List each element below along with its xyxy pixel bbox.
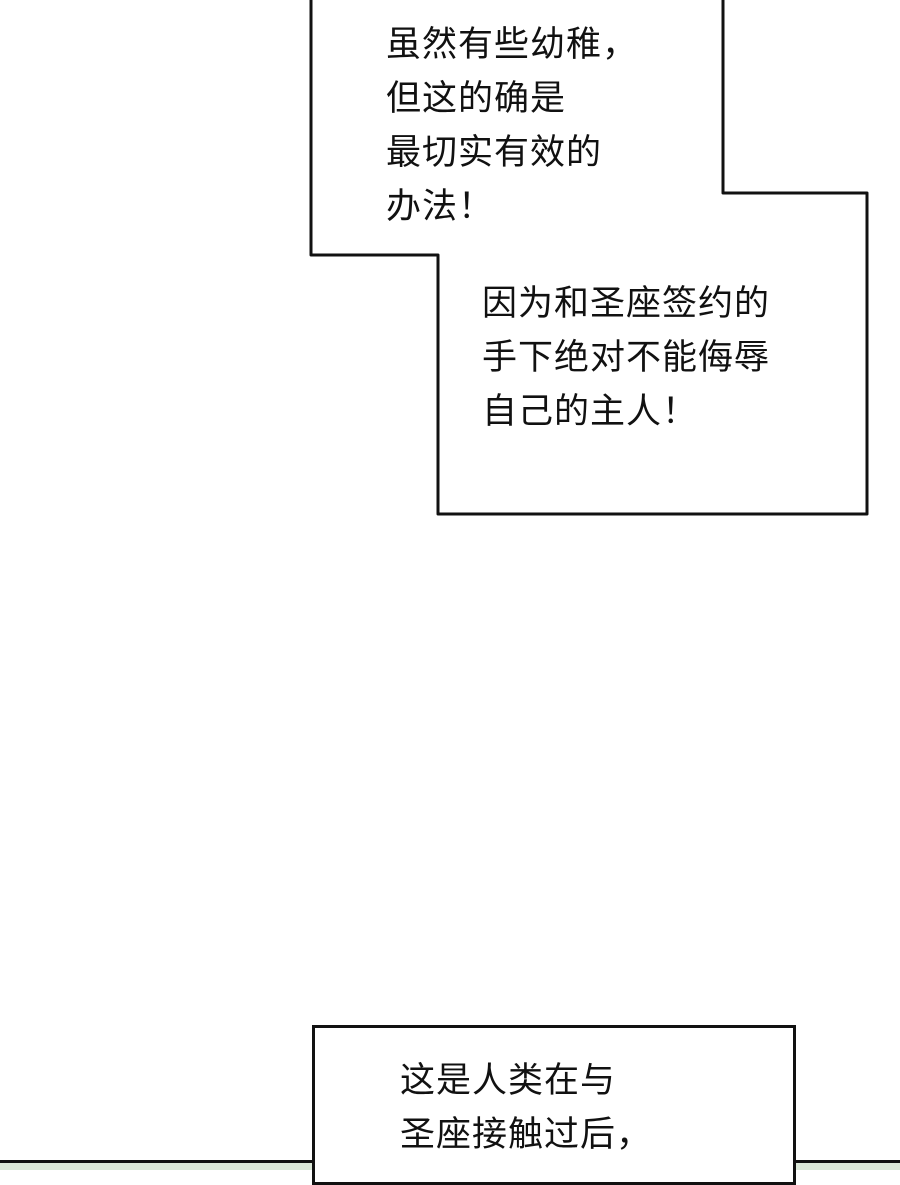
panel-border-right: [796, 1160, 900, 1163]
panel-border-left: [0, 1160, 312, 1163]
narration-caption-2: 因为和圣座签约的 手下绝对不能侮辱 自己的主人！: [482, 284, 771, 432]
narration-caption-3: 这是人类在与 圣座接触过后，: [400, 1061, 653, 1155]
narration-caption-1: 虽然有些幼稚， 但这的确是 最切实有效的 办法！: [386, 25, 639, 227]
